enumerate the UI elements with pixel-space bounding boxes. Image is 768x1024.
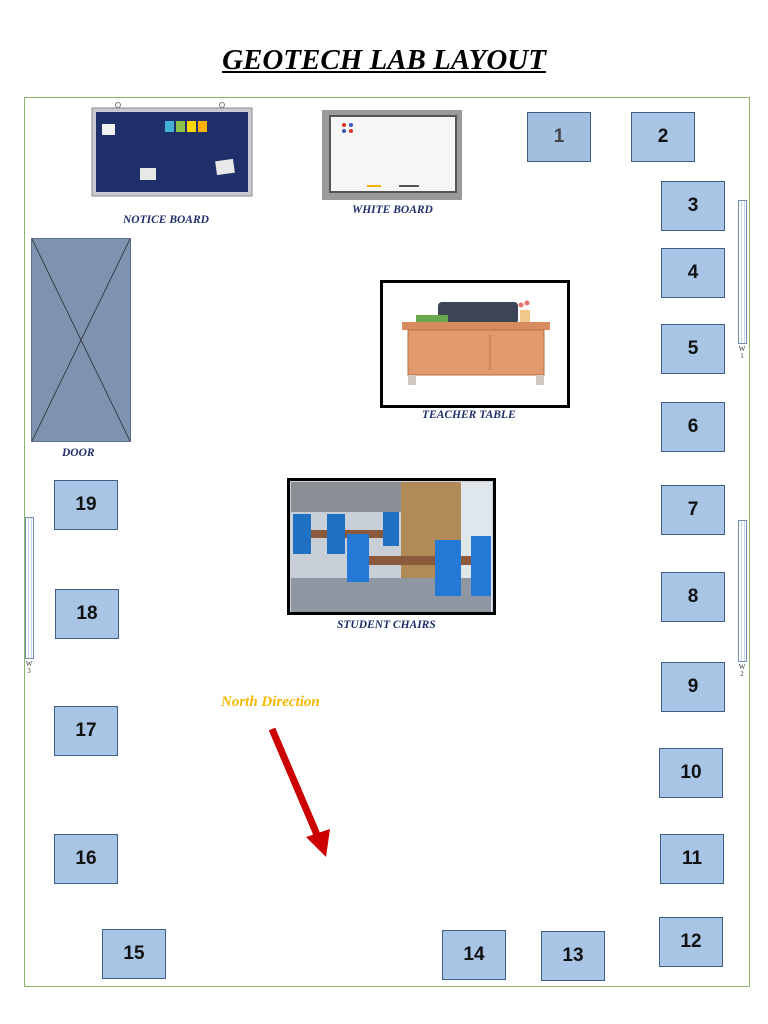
station-11: 11 (660, 834, 724, 884)
north-direction-label: North Direction (221, 694, 320, 710)
window-3 (25, 517, 34, 659)
station-8: 8 (661, 572, 725, 622)
window-2 (738, 520, 747, 662)
station-19: 19 (54, 480, 118, 530)
station-2: 2 (631, 112, 695, 162)
station-5: 5 (661, 324, 725, 374)
station-7: 7 (661, 485, 725, 535)
station-3: 3 (661, 181, 725, 231)
station-14: 14 (442, 930, 506, 980)
station-10: 10 (659, 748, 723, 798)
page-title: GEOTECH LAB LAYOUT (222, 44, 546, 76)
window-1 (738, 200, 747, 344)
notice-board-label: NOTICE BOARD (123, 214, 209, 226)
station-12: 12 (659, 917, 723, 967)
lab-room-outline (24, 97, 750, 987)
white-board-label: WHITE BOARD (352, 204, 433, 216)
north-arrow-icon (268, 727, 330, 857)
white-board-icon (322, 110, 462, 200)
door-icon (31, 238, 131, 442)
station-17: 17 (54, 706, 118, 756)
teacher-table-label: TEACHER TABLE (422, 409, 516, 421)
student-chairs-icon (287, 478, 496, 615)
notice-board-icon (91, 102, 253, 197)
station-16: 16 (54, 834, 118, 884)
station-15: 15 (102, 929, 166, 979)
station-6: 6 (661, 402, 725, 452)
teacher-table-icon (380, 280, 570, 408)
station-13: 13 (541, 931, 605, 981)
station-9: 9 (661, 662, 725, 712)
station-18: 18 (55, 589, 119, 639)
door-label: DOOR (62, 447, 95, 459)
station-1: 1 (527, 112, 591, 162)
station-4: 4 (661, 248, 725, 298)
student-chairs-label: STUDENT CHAIRS (337, 619, 436, 631)
